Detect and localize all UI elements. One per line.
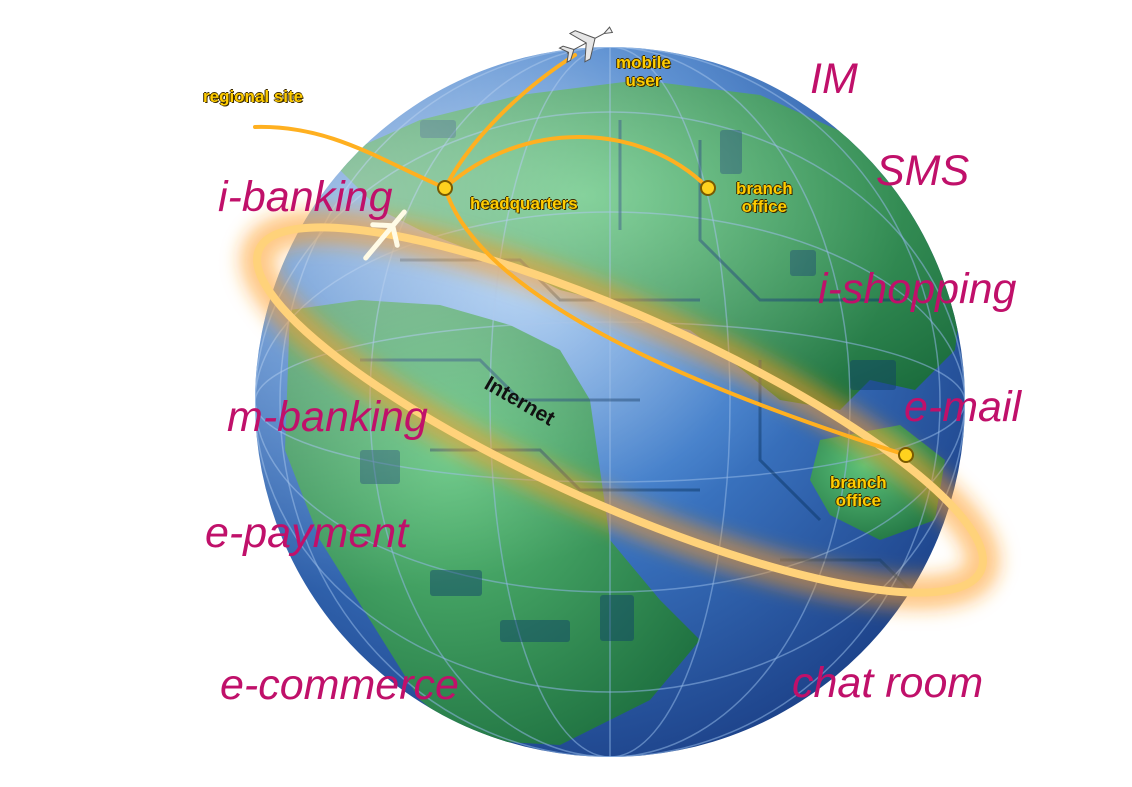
internet-ring [240, 210, 1000, 610]
label-branch-office-2-line1: branch [830, 473, 887, 492]
label-headquarters: headquarters [470, 194, 578, 213]
node-branch-office-2 [898, 447, 914, 463]
link-regional-hq [253, 124, 447, 190]
label-branch-office-1: branch office [736, 180, 793, 216]
service-i-banking: i-banking [218, 173, 393, 221]
service-chat-room: chat room [792, 659, 984, 707]
label-regional-site: regional site [203, 87, 304, 106]
service-m-banking: m-banking [227, 393, 428, 441]
label-branch-office-2-line2: office [835, 490, 882, 510]
label-branch-office-2: branch office [830, 474, 887, 510]
label-mobile-user: mobile user [616, 54, 671, 90]
service-e-commerce: e-commerce [220, 661, 459, 709]
jet-icon [363, 209, 407, 261]
link-hq-branch1 [443, 135, 710, 190]
label-branch-office-1-line2: office [741, 196, 788, 216]
airplane-icon [558, 26, 614, 64]
label-mobile-user-line2: user [625, 70, 662, 90]
link-mobile-hq [443, 53, 577, 190]
label-branch-office-1-line1: branch [736, 179, 793, 198]
service-e-payment: e-payment [205, 509, 409, 557]
label-mobile-user-line1: mobile [616, 53, 671, 72]
service-im: IM [810, 55, 858, 103]
service-sms: SMS [876, 147, 970, 195]
service-i-shopping: i-shopping [818, 265, 1017, 313]
node-branch-office-1 [700, 180, 716, 196]
node-headquarters [437, 180, 453, 196]
service-e-mail: e-mail [904, 383, 1022, 431]
link-hq-branch2 [443, 186, 908, 457]
